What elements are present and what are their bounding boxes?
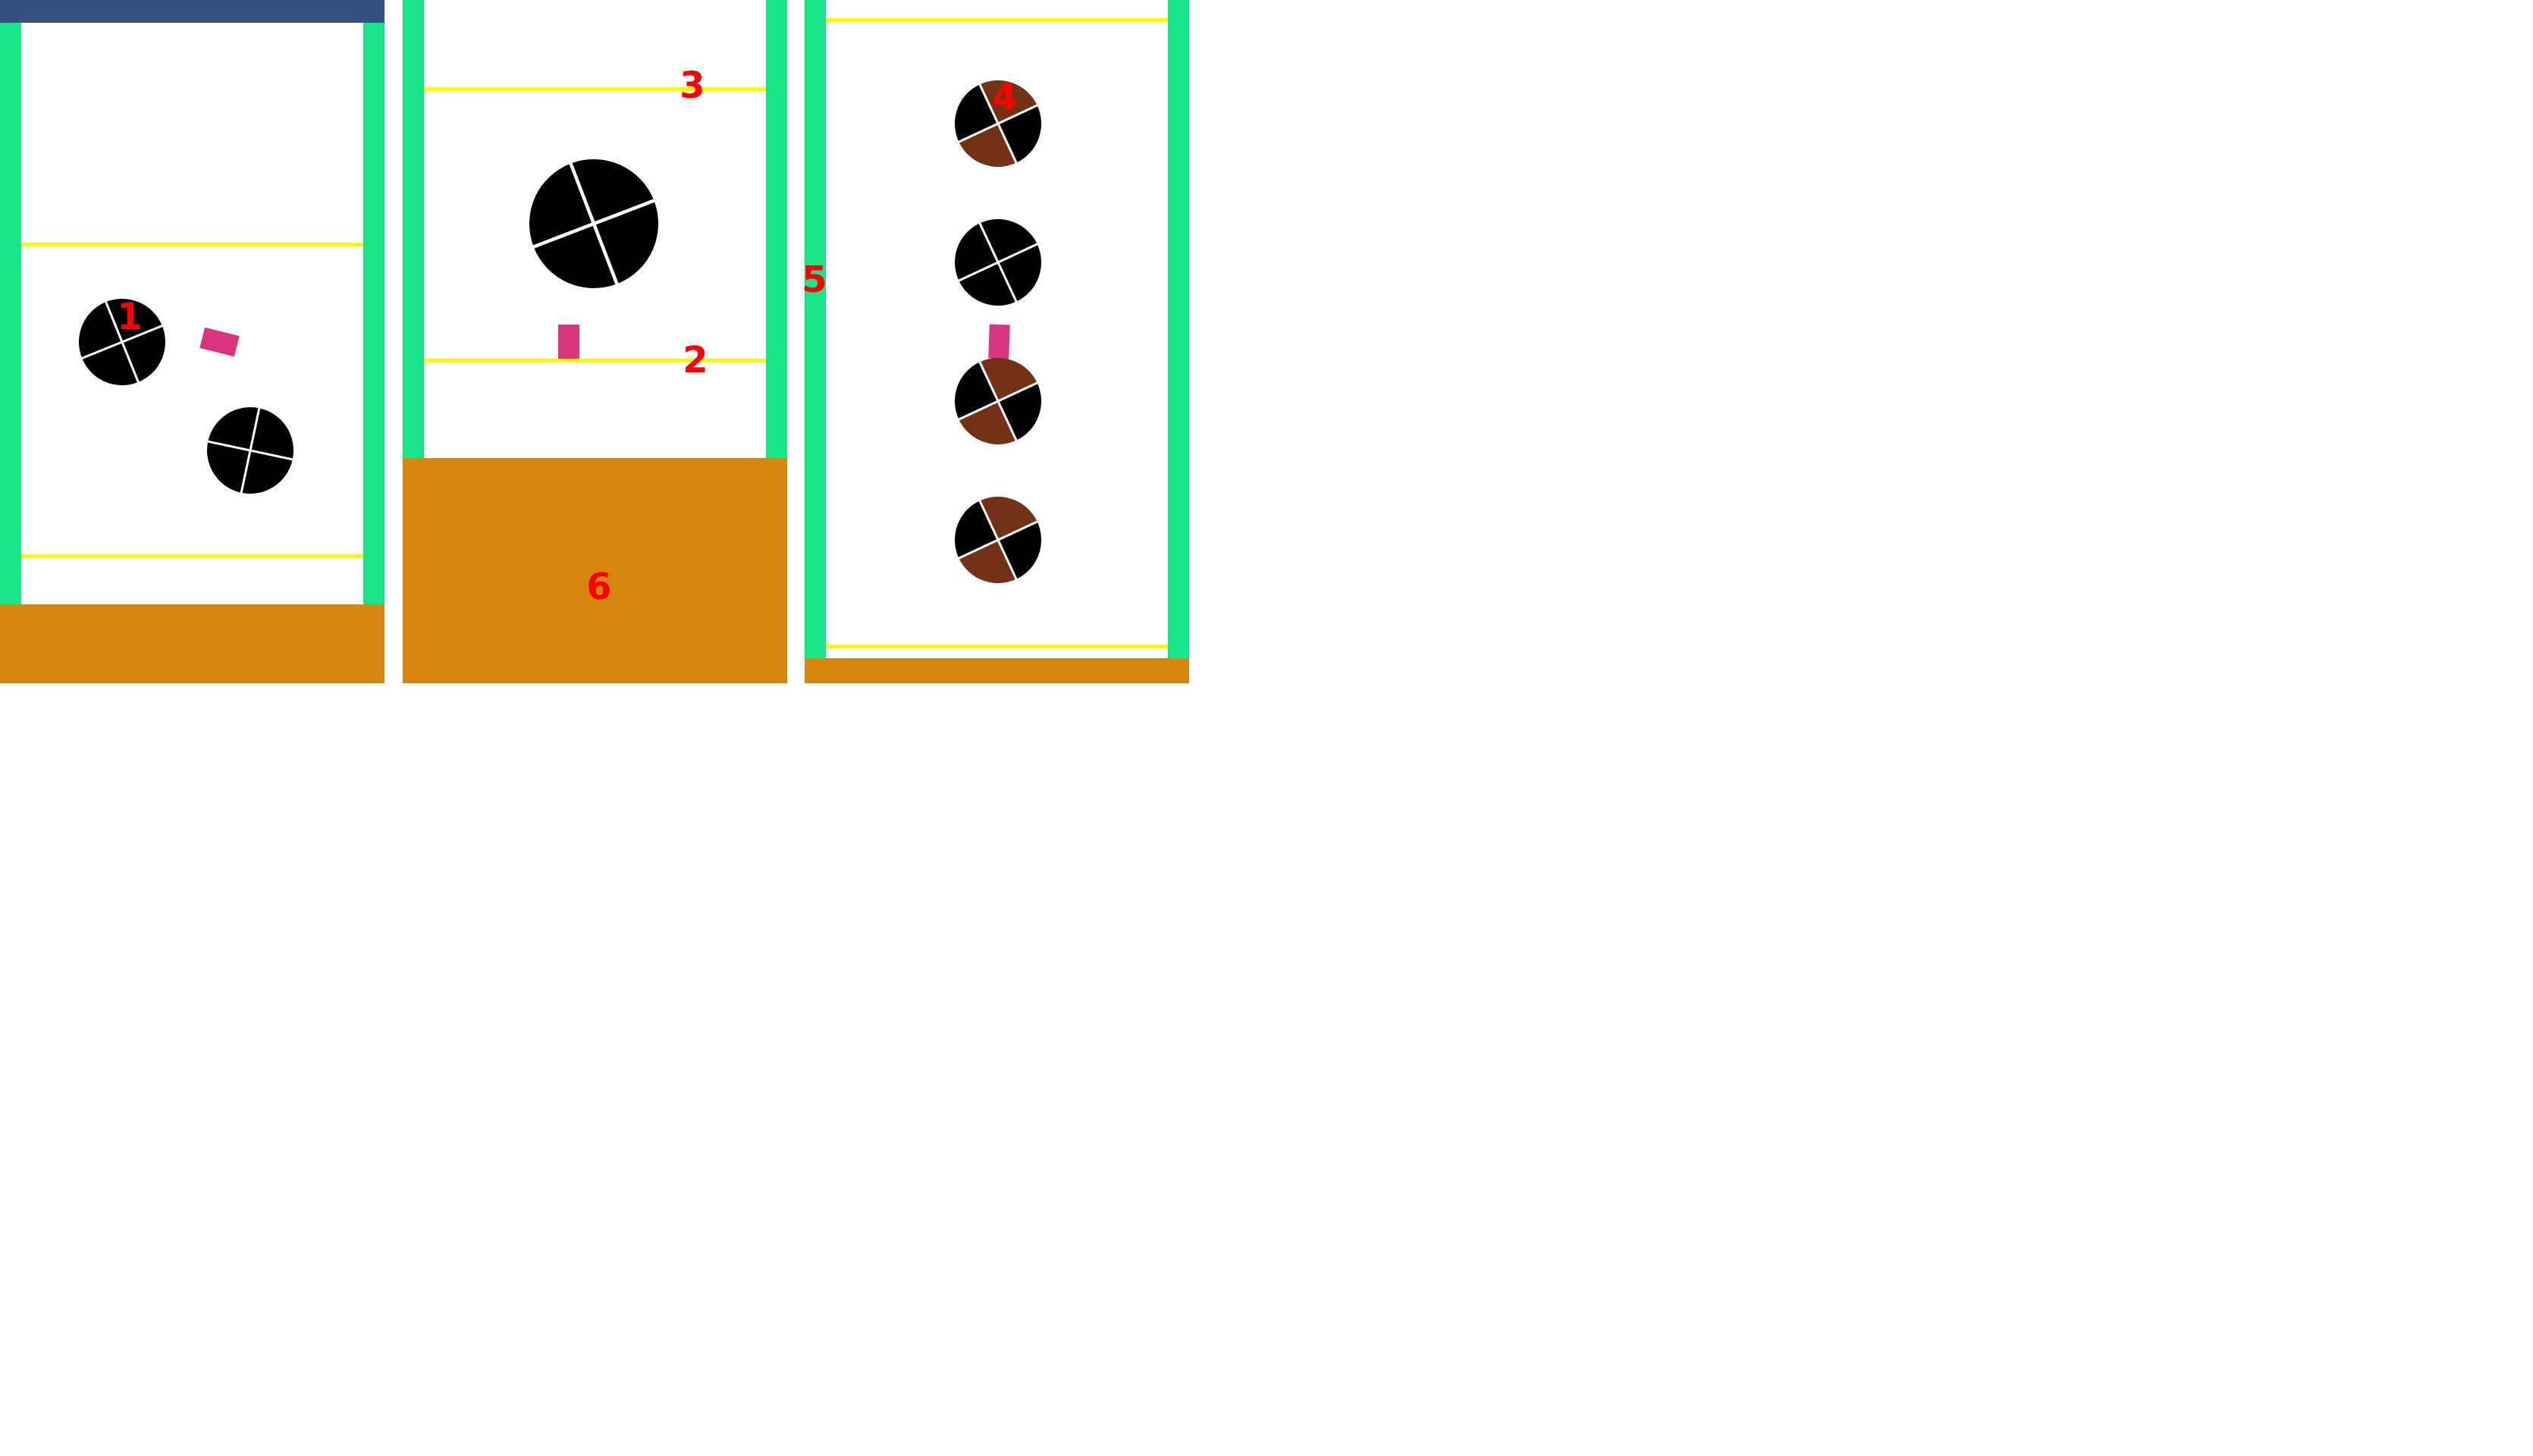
top-bar bbox=[0, 0, 385, 23]
ball-cross-line bbox=[532, 198, 656, 249]
left-wall bbox=[0, 23, 21, 604]
ball-cross-line bbox=[206, 440, 294, 461]
left-wall bbox=[403, 0, 424, 458]
ball-cross-line bbox=[957, 381, 1039, 421]
ball-cross-line bbox=[957, 104, 1039, 143]
ball[interactable] bbox=[953, 495, 1043, 585]
goal-line-upper bbox=[21, 243, 363, 246]
left-wall bbox=[805, 0, 826, 658]
ball-cross-line bbox=[957, 243, 1039, 282]
ball[interactable] bbox=[953, 218, 1043, 307]
pink-block[interactable] bbox=[199, 327, 240, 357]
ball[interactable] bbox=[206, 406, 295, 495]
ball-quadrant bbox=[241, 450, 293, 494]
pink-block[interactable] bbox=[988, 324, 1010, 359]
goal-line-lower bbox=[424, 359, 766, 362]
ball[interactable] bbox=[77, 297, 167, 387]
right-wall bbox=[1168, 0, 1189, 658]
ball-quadrant bbox=[208, 407, 259, 450]
ground bbox=[403, 458, 787, 683]
goal-line-upper bbox=[826, 18, 1168, 22]
ball-quadrant bbox=[207, 441, 250, 493]
label-3: 3 bbox=[680, 64, 705, 107]
left-panel bbox=[0, 0, 385, 683]
right-panel bbox=[805, 0, 1189, 683]
right-wall bbox=[363, 23, 385, 604]
ground bbox=[0, 604, 385, 683]
label-6: 6 bbox=[586, 566, 612, 608]
middle-panel bbox=[403, 0, 787, 683]
ball[interactable] bbox=[527, 157, 661, 290]
ball-quadrant bbox=[250, 408, 293, 460]
label-5: 5 bbox=[802, 259, 827, 301]
goal-line-lower bbox=[826, 645, 1168, 648]
goal-line-lower bbox=[21, 554, 363, 558]
goal-line-upper bbox=[424, 87, 766, 91]
ground bbox=[805, 658, 1189, 683]
ball[interactable] bbox=[953, 356, 1043, 446]
ball-cross-line bbox=[80, 324, 164, 360]
pink-block[interactable] bbox=[558, 325, 579, 359]
label-1: 1 bbox=[117, 296, 143, 338]
label-4: 4 bbox=[992, 77, 1018, 119]
right-wall bbox=[766, 0, 787, 458]
ball-cross-line bbox=[957, 520, 1039, 560]
ball[interactable] bbox=[953, 79, 1043, 168]
label-2: 2 bbox=[683, 339, 708, 381]
